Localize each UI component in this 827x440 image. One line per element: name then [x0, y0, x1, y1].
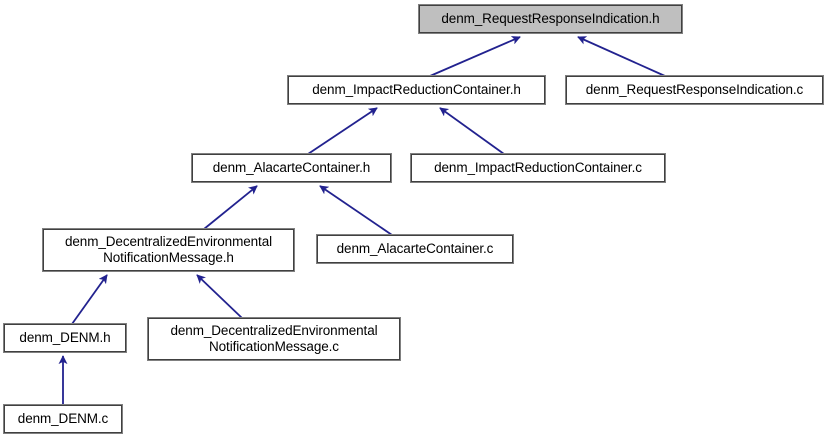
graph-node-n7[interactable]: denm_DENM.h — [3, 323, 127, 353]
graph-node-n5[interactable]: denm_DecentralizedEnvironmental Notifica… — [42, 228, 295, 272]
graph-node-n6[interactable]: denm_AlacarteContainer.c — [316, 234, 514, 264]
graph-node-n3[interactable]: denm_AlacarteContainer.h — [191, 153, 392, 183]
graph-edge-n2-to-n0 — [577, 36, 666, 77]
graph-edge-n3-to-n1 — [307, 107, 378, 155]
graph-node-n0[interactable]: denm_RequestResponseIndication.h — [418, 4, 683, 34]
graph-edge-n1-to-n0 — [429, 36, 521, 77]
graph-edge-n4-to-n1 — [439, 107, 505, 155]
graph-edge-n8-to-n5 — [196, 274, 243, 319]
graph-node-n8[interactable]: denm_DecentralizedEnvironmental Notifica… — [147, 317, 401, 361]
graph-node-n1[interactable]: denm_ImpactReductionContainer.h — [287, 75, 546, 105]
graph-node-n9[interactable]: denm_DENM.c — [3, 404, 123, 434]
graph-edge-n7-to-n5 — [71, 274, 108, 325]
graph-node-n2[interactable]: denm_RequestResponseIndication.c — [565, 75, 824, 105]
graph-edge-n6-to-n3 — [319, 185, 393, 236]
graph-node-n4[interactable]: denm_ImpactReductionContainer.c — [410, 153, 666, 183]
graph-edge-n5-to-n3 — [203, 185, 258, 230]
